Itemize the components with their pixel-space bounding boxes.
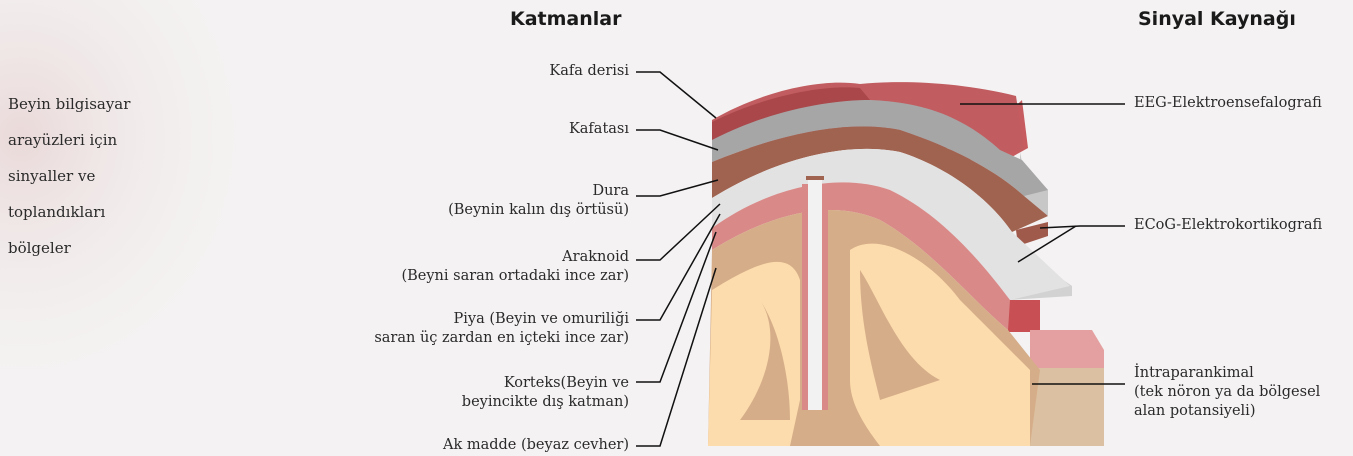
layer-leader-lines [636,72,720,446]
label-pia: Piya (Beyin ve omuriliği saran üç zardan… [374,310,629,348]
label-white-matter: Ak madde (beyaz cevher) [443,436,629,455]
sulcus-arachnoid [808,178,822,410]
label-intraparenchymal: İntraparankimal (tek nöron ya da bölgese… [1134,364,1320,421]
pia-side [1008,300,1040,332]
label-skull: Kafatası [569,120,629,139]
label-dura: Dura (Beynin kalın dış örtüsü) [448,182,629,220]
label-cortex: Korteks(Beyin ve beyincikte dış katman) [462,374,629,412]
label-eeg: EEG-Elektroensefalografi [1134,94,1322,113]
sulcus-pia-left [802,184,808,410]
sulcus-pia-right [822,184,828,410]
label-ecog: ECoG-Elektrokortikografi [1134,216,1322,235]
label-arachnoid: Araknoid (Beyni saran ortadaki ince zar) [401,248,629,286]
sulcus-dura [806,176,824,180]
label-scalp: Kafa derisi [549,62,629,81]
